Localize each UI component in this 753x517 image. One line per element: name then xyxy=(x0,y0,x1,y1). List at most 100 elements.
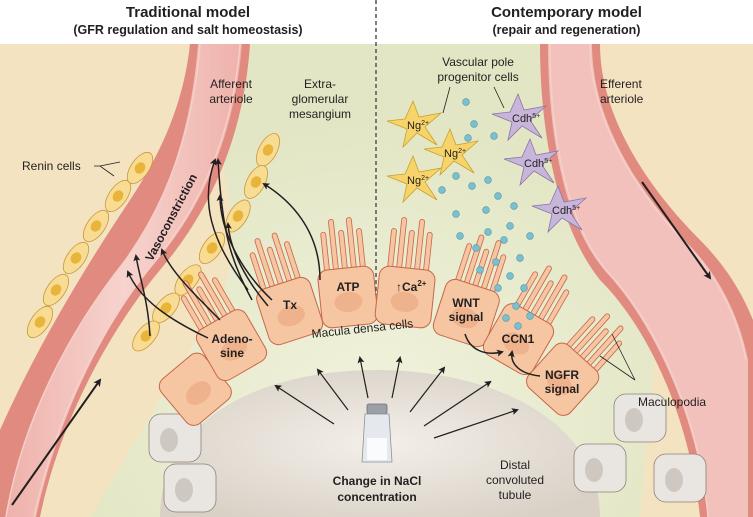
ccn1-particle xyxy=(510,202,518,210)
ca-label: ↑Ca2+ xyxy=(396,279,427,294)
tubule-cells xyxy=(148,393,707,513)
svg-text:Cdh5+: Cdh5+ xyxy=(512,113,540,125)
ccn1-particle xyxy=(512,302,520,310)
ccn1-particle xyxy=(484,176,492,184)
ccn1-particle xyxy=(456,232,464,240)
renin-cell xyxy=(132,320,160,352)
ccn1-particle xyxy=(514,322,522,330)
contemporary-model-subtitle: (repair and regeneration) xyxy=(492,23,641,37)
traditional-model-header: Traditional model (GFR regulation and sa… xyxy=(0,0,376,44)
efferent-label-1: Efferent xyxy=(600,77,642,91)
ng-progenitor-cell: Ng2+ xyxy=(386,99,443,149)
tubule-cell xyxy=(573,443,627,493)
macula-densa-cell xyxy=(482,265,570,376)
dct-label-2: convoluted xyxy=(486,473,544,487)
renin-cell xyxy=(42,273,70,307)
nacl-label-1: Change in NaCl xyxy=(333,474,422,488)
renin-cell xyxy=(152,292,180,324)
cdh-progenitor-cell: Cdh5+ xyxy=(503,137,560,187)
traditional-model-subtitle: (GFR regulation and salt homeostasis) xyxy=(73,23,303,37)
ccn1-particle xyxy=(484,228,492,236)
egm-label-2: glomerular xyxy=(292,92,349,106)
ccn1-particle xyxy=(468,182,476,190)
afferent-arteriole xyxy=(0,43,250,517)
leader-lines xyxy=(94,86,636,381)
efferent-flow-arrow xyxy=(641,181,712,280)
atp-label: ATP xyxy=(336,280,359,294)
ccn1-particle xyxy=(506,272,514,280)
ngfr-label-2: signal xyxy=(545,382,580,396)
svg-text:Cdh5+: Cdh5+ xyxy=(524,158,552,170)
signaling-arrows xyxy=(126,158,541,377)
egm-label-3: mesangium xyxy=(289,107,351,121)
ccn1-particle xyxy=(482,206,490,214)
ccn1-particle xyxy=(500,236,508,244)
vpp-label-2: progenitor cells xyxy=(437,70,518,84)
vpp-label-1: Vascular pole xyxy=(442,55,514,69)
renin-cell xyxy=(26,305,54,339)
macula-densa-cell xyxy=(249,232,324,346)
tubule-cell xyxy=(163,463,217,513)
ccn1-particle xyxy=(526,312,534,320)
contemporary-model-title: Contemporary model xyxy=(491,4,642,21)
efferent-label-2: arteriole xyxy=(600,92,644,106)
svg-text:Ng2+: Ng2+ xyxy=(407,175,429,187)
ccn1-particle xyxy=(526,232,534,240)
blood-flow-arrow xyxy=(11,378,102,506)
renin-cells xyxy=(26,133,280,352)
macula-densa-cell xyxy=(526,313,624,416)
renin-cell xyxy=(256,133,280,167)
ccn1-particle xyxy=(494,192,502,200)
macula-densa-cell xyxy=(374,217,436,329)
renin-cells-label: Renin cells xyxy=(22,159,81,173)
dct-label-3: tubule xyxy=(499,488,532,502)
cdh-progenitor-cell: Cdh5+ xyxy=(531,184,588,234)
adenosine-label-2: sine xyxy=(220,346,244,360)
ccn1-label: CCN1 xyxy=(502,332,535,346)
svg-text:Ng2+: Ng2+ xyxy=(444,148,466,160)
ccn1-particle xyxy=(464,134,472,142)
ccn1-particle xyxy=(472,244,480,252)
tx-label: Tx xyxy=(283,298,297,312)
contemporary-model-header: Contemporary model (repair and regenerat… xyxy=(380,0,753,44)
macula-densa-cell xyxy=(432,234,507,348)
nacl-label-2: concentration xyxy=(337,490,416,504)
salt-shaker-icon xyxy=(361,403,393,463)
ccn1-particle xyxy=(502,314,510,322)
macula-densa-cells xyxy=(158,217,624,426)
traditional-model-title: Traditional model xyxy=(125,4,251,21)
renin-cell xyxy=(104,179,132,213)
ccn1-particle xyxy=(470,120,478,128)
tubule-cell xyxy=(653,453,707,503)
afferent-label-1: Afferent xyxy=(210,77,252,91)
ccn1-particle xyxy=(490,132,498,140)
ccn1-particle xyxy=(494,284,502,292)
egm-label-1: Extra- xyxy=(304,77,336,91)
tubule-cell xyxy=(613,393,667,443)
ngfr-label-1: NGFR xyxy=(545,368,579,382)
macula-densa-cell xyxy=(317,217,379,329)
vascular-pole-progenitor-cells: Ng2+ Ng2+ Ng2+ Cdh5+ Cdh5+ Cdh5+ xyxy=(386,92,588,234)
ccn1-particle xyxy=(516,254,524,262)
wnt-label-1: WNT xyxy=(452,296,480,310)
dct-label-1: Distal xyxy=(500,458,530,472)
nacl-arrows xyxy=(274,356,519,439)
svg-text:Cdh5+: Cdh5+ xyxy=(552,205,580,217)
ccn1-particle xyxy=(452,210,460,218)
efferent-arteriole xyxy=(540,43,753,517)
renin-cell xyxy=(62,241,90,275)
cdh-progenitor-cell: Cdh5+ xyxy=(491,92,548,142)
svg-text:Ng2+: Ng2+ xyxy=(407,120,429,132)
adenosine-label-1: Adeno- xyxy=(211,332,252,346)
ccn1-particle xyxy=(492,258,500,266)
wnt-label-2: signal xyxy=(449,310,484,324)
maculopodia-label: Maculopodia xyxy=(638,395,706,409)
ng-progenitor-cell: Ng2+ xyxy=(386,154,443,204)
ccn1-particle xyxy=(438,186,446,194)
renin-cell xyxy=(82,209,110,243)
ng-progenitor-cell: Ng2+ xyxy=(423,127,480,177)
ccn1-particle xyxy=(452,172,460,180)
tubule-cell xyxy=(148,413,202,463)
ccn1-particle xyxy=(462,98,470,106)
